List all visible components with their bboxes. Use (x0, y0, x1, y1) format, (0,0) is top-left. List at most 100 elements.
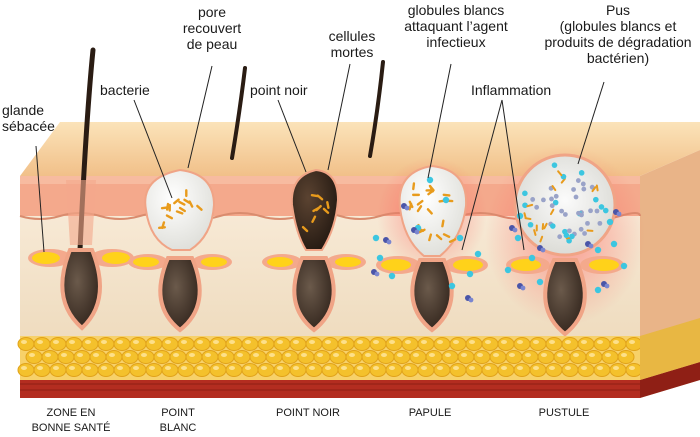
bacterium (448, 238, 457, 244)
fat-highlight (477, 353, 483, 357)
cell-cluster (616, 211, 622, 217)
fat-cell (33, 363, 51, 377)
fat-cell (209, 363, 227, 377)
fat-cell (257, 363, 275, 377)
fat-cell (473, 350, 491, 364)
fat-cell (297, 350, 315, 364)
pus-particle (566, 237, 572, 244)
fat-highlight (117, 340, 123, 344)
fat-highlight (621, 353, 627, 357)
fat-cell (169, 350, 187, 364)
fat-cell (89, 350, 107, 364)
white-blood-cells (371, 176, 482, 303)
label-line: glande (2, 102, 45, 118)
fat-cell (577, 337, 595, 351)
pointer-inflammation (461, 99, 503, 251)
fat-highlight (37, 340, 43, 344)
pus-particle (598, 204, 605, 210)
pus-particle (549, 208, 555, 216)
label-line: Pus (605, 2, 631, 18)
fat-highlight (165, 366, 171, 370)
fat-highlight (357, 366, 363, 370)
fat-cell (25, 350, 43, 364)
fat-cell (65, 363, 83, 377)
pus-particle (551, 162, 558, 168)
pus-particle (578, 170, 585, 176)
label-dead-cells: cellules mortes (315, 28, 389, 60)
white-blood-cell (620, 262, 628, 270)
fat-cell (153, 350, 171, 364)
pointer-bacteria (133, 99, 173, 199)
bacterium (183, 198, 191, 204)
hair-shaft (368, 60, 385, 158)
label-line: sébacée (2, 118, 55, 134)
label-line: globules blancs (407, 2, 505, 18)
fat-highlight (501, 340, 507, 344)
bacterium (188, 200, 194, 208)
fat-cell (409, 350, 427, 364)
pus-particle (552, 199, 559, 206)
stage-caption-whitehead: POINT BLANC (150, 406, 206, 436)
cell-cluster (404, 205, 410, 211)
fat-highlight (149, 340, 155, 344)
bacterium (168, 203, 172, 212)
fat-cell (129, 363, 147, 377)
fat-highlight (253, 353, 259, 357)
fat-cell (105, 350, 123, 364)
sebum (133, 257, 159, 267)
fat-cell (193, 363, 211, 377)
fat-cell (401, 337, 419, 351)
fat-cell (441, 350, 459, 364)
pus-particle (575, 178, 581, 183)
pus-particle (522, 202, 528, 209)
fat-cell (81, 363, 99, 377)
bacterium (418, 228, 426, 234)
fat-highlight (109, 353, 115, 357)
label-line: mortes (330, 44, 374, 60)
pus-particle (563, 232, 570, 239)
fat-highlight (381, 353, 387, 357)
fat-cell (177, 363, 195, 377)
bacterium (435, 234, 443, 241)
bacterium (173, 198, 180, 205)
pus-particle (549, 223, 556, 229)
fat-highlight (133, 366, 139, 370)
follicle-bulb (543, 258, 587, 337)
fat-highlight (181, 340, 187, 344)
fat-highlight (365, 353, 371, 357)
stage-caption-healthy: ZONE EN BONNE SANTÉ (26, 406, 116, 436)
fat-cell (289, 363, 307, 377)
fat-cell (81, 337, 99, 351)
fat-cell (577, 363, 595, 377)
fat-highlight (357, 340, 363, 344)
fat-cell (369, 337, 387, 351)
fat-cell (49, 363, 67, 377)
fat-cell (337, 337, 355, 351)
white-blood-cell (504, 266, 512, 274)
fat-highlight (341, 340, 347, 344)
fat-highlight (309, 340, 315, 344)
cell-cluster (588, 243, 594, 249)
pointer-pore (187, 65, 213, 169)
stage-caption-line: POINT NOIR (276, 407, 340, 419)
white-blood-cell (466, 270, 474, 278)
fat-cell (625, 363, 643, 377)
pus-particle (571, 187, 576, 192)
fat-highlight (501, 366, 507, 370)
pus-particle (539, 235, 544, 243)
fat-cell (345, 350, 363, 364)
bacterium (165, 214, 174, 220)
stage-caption-line: PAPULE (408, 407, 452, 419)
pus-particle (595, 184, 599, 192)
fat-highlight (349, 353, 355, 357)
fat-cell (233, 350, 251, 364)
fat-highlight (85, 340, 91, 344)
fat-highlight (405, 366, 411, 370)
fat-cell (393, 350, 411, 364)
fat-highlight (173, 353, 179, 357)
pus-particle (541, 197, 546, 203)
pus-particle (585, 220, 590, 226)
fat-highlight (293, 366, 299, 370)
fat-highlight (53, 340, 59, 344)
